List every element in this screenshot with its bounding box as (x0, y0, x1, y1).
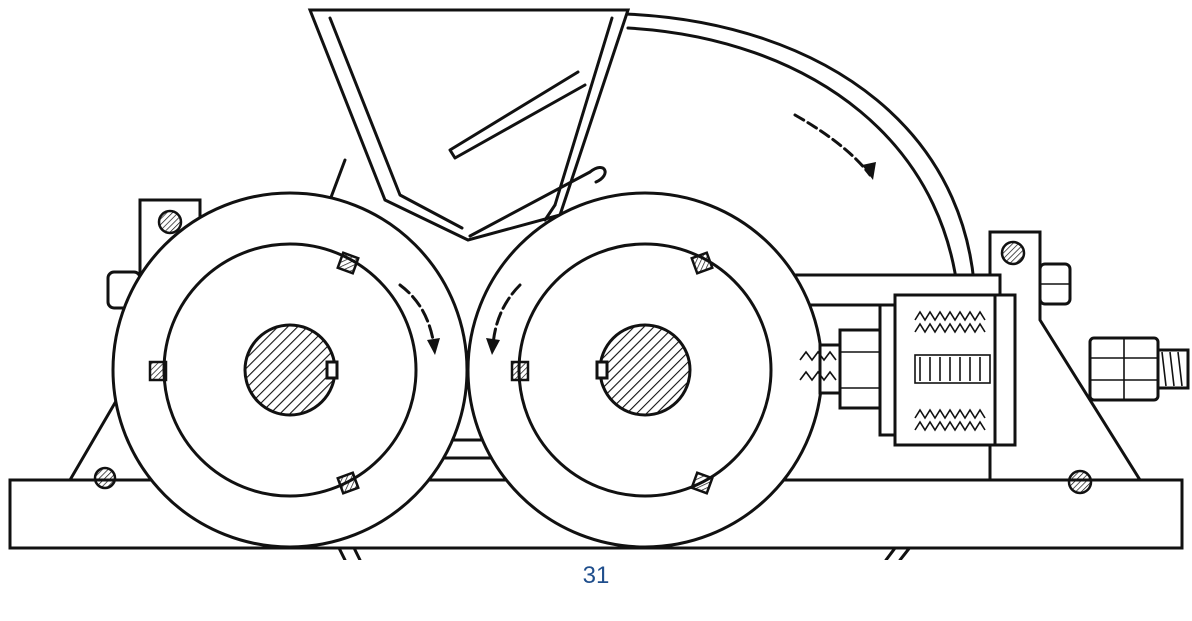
left-shaft (243, 323, 337, 417)
right-shaft (598, 323, 692, 417)
left-roll-arrow (398, 283, 436, 347)
coil-springs (914, 310, 991, 432)
spring-assembly (799, 293, 1017, 447)
right-bracket (988, 230, 1143, 495)
roll-crusher-drawing (8, 8, 1190, 560)
flywheel-direction-arrow (793, 113, 876, 180)
right-roll-arrow (491, 283, 522, 347)
page-number: 31 (582, 562, 610, 589)
right-crushing-roll (466, 191, 824, 549)
feed-hopper (307, 8, 631, 242)
left-crushing-roll (111, 191, 469, 549)
adjusting-bolt (1088, 336, 1190, 402)
